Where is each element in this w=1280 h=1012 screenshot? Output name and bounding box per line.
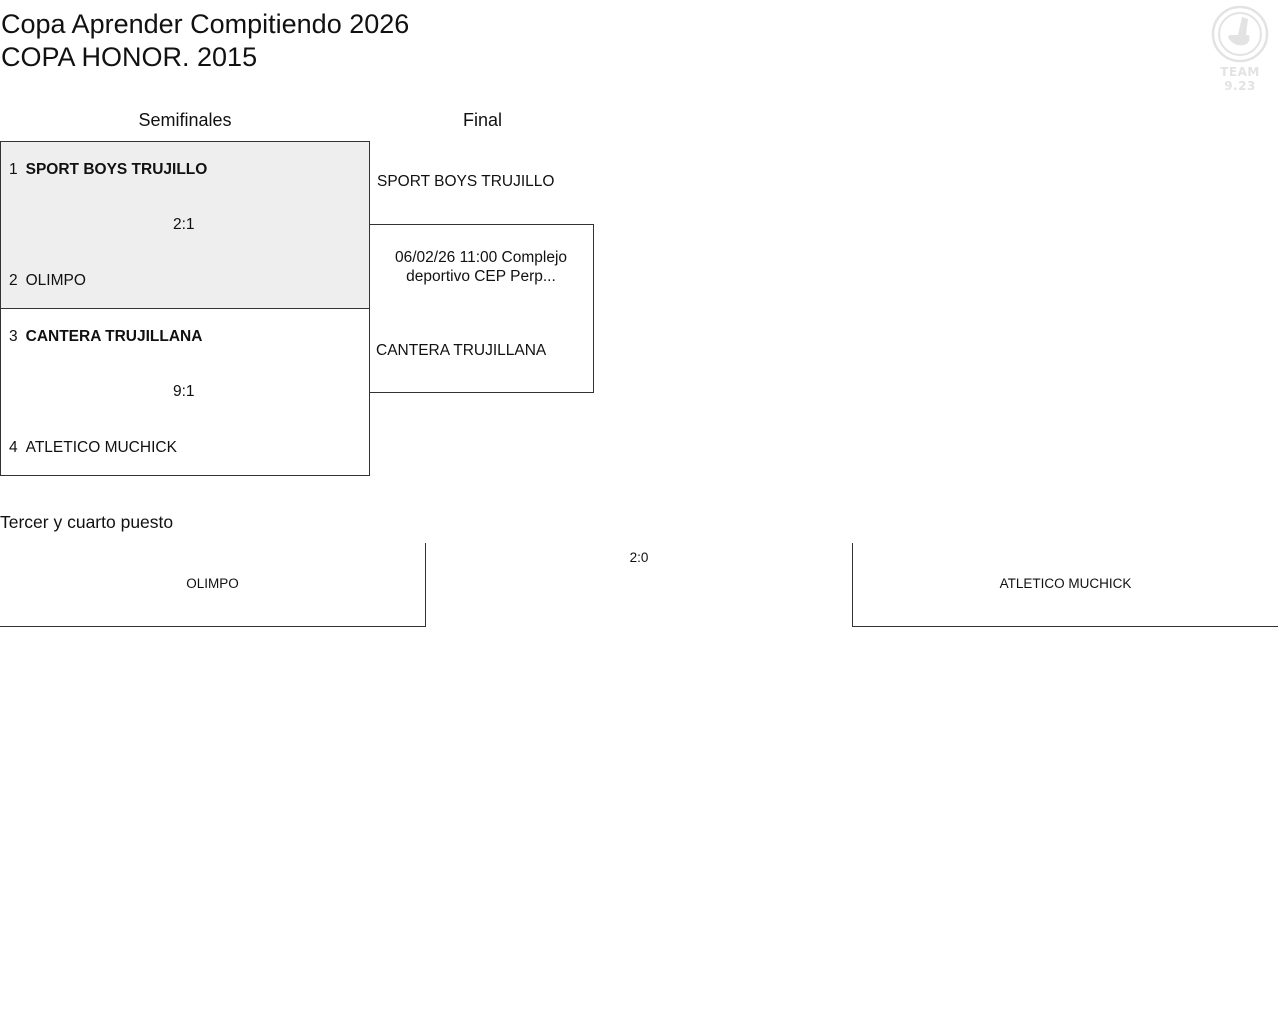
match-score: 9:1 <box>173 383 195 400</box>
page-subtitle: COPA HONOR. 2015 <box>1 42 258 72</box>
final-match[interactable]: 06/02/26 11:00 Complejo deportivo CEP Pe… <box>369 224 594 393</box>
team-row[interactable]: 3 CANTERA TRUJILLANA <box>9 327 202 347</box>
team-name: OLIMPO <box>186 576 239 591</box>
team-seed: 3 <box>9 328 18 345</box>
team-name: ATLETICO MUCHICK <box>25 439 177 456</box>
final-match-info: 06/02/26 11:00 Complejo deportivo CEP Pe… <box>394 249 568 285</box>
logo-text: TEAM 9.23 <box>1220 65 1260 93</box>
team-row[interactable]: 4 ATLETICO MUCHICK <box>9 438 177 458</box>
team-row[interactable]: 1 SPORT BOYS TRUJILLO <box>9 160 207 180</box>
third-place-team-right[interactable]: ATLETICO MUCHICK <box>852 543 1278 627</box>
team-name: OLIMPO <box>25 272 86 289</box>
team-seed: 2 <box>9 272 18 289</box>
final-team-top[interactable]: SPORT BOYS TRUJILLO <box>377 173 555 190</box>
team-name: ATLETICO MUCHICK <box>999 576 1132 591</box>
round-header-final: Final <box>462 110 502 130</box>
semifinal-match-1[interactable]: 1 SPORT BOYS TRUJILLO 2:1 2 OLIMPO <box>0 141 370 309</box>
final-team-bottom[interactable]: CANTERA TRUJILLANA <box>376 342 547 359</box>
team-name: CANTERA TRUJILLANA <box>25 328 203 345</box>
team-emblem-icon <box>1211 5 1269 63</box>
third-place-team-left[interactable]: OLIMPO <box>0 543 426 627</box>
semifinal-match-2[interactable]: 3 CANTERA TRUJILLANA 9:1 4 ATLETICO MUCHIC… <box>0 308 370 476</box>
team-seed: 1 <box>9 161 18 178</box>
match-score: 2:1 <box>173 216 195 233</box>
third-place-heading: Tercer y cuarto puesto <box>0 512 174 532</box>
team-row[interactable]: 2 OLIMPO <box>9 271 86 291</box>
third-place-score: 2:0 <box>629 550 649 565</box>
team-logo: TEAM 9.23 <box>1208 5 1272 93</box>
team-seed: 4 <box>9 439 18 456</box>
team-name: SPORT BOYS TRUJILLO <box>25 161 208 178</box>
page-title: Copa Aprender Compitiendo 2026 <box>1 9 410 39</box>
round-header-semifinals: Semifinales <box>138 110 232 130</box>
